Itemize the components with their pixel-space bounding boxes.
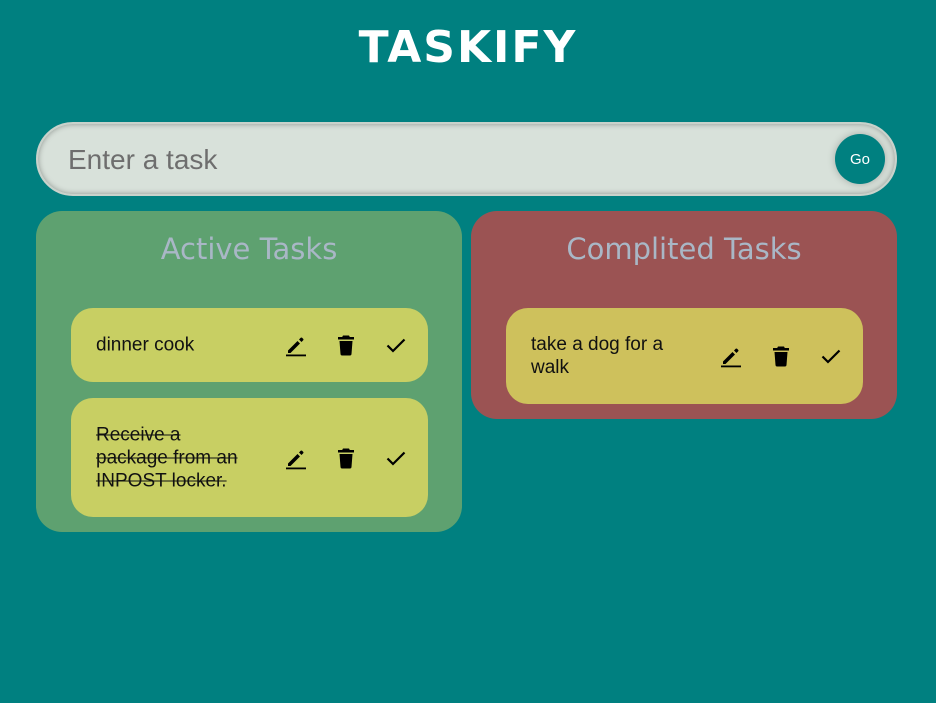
task-input[interactable] <box>66 136 830 184</box>
check-icon[interactable] <box>819 344 843 368</box>
task-text: dinner cook <box>96 334 195 356</box>
completed-tasks-panel: Complited Tasks take a dog for a walk <box>471 211 897 419</box>
go-button[interactable]: Go <box>835 134 885 184</box>
edit-icon[interactable] <box>284 446 308 470</box>
task-actions <box>284 446 408 470</box>
task-text-done: Receive a package from an INPOST locker. <box>96 424 238 491</box>
app-title: TASKIFY <box>358 22 578 73</box>
check-icon[interactable] <box>384 446 408 470</box>
active-tasks-heading: Active Tasks <box>160 232 338 266</box>
edit-icon[interactable] <box>284 333 308 357</box>
check-icon[interactable] <box>384 333 408 357</box>
task-card: dinner cook <box>71 308 428 382</box>
task-card: Receive a package from an INPOST locker. <box>71 398 428 517</box>
completed-tasks-heading: Complited Tasks <box>566 232 802 266</box>
trash-icon[interactable] <box>334 333 358 357</box>
trash-icon[interactable] <box>334 446 358 470</box>
task-actions <box>284 333 408 357</box>
trash-icon[interactable] <box>769 344 793 368</box>
task-form: Go <box>36 122 897 196</box>
task-actions <box>719 344 843 368</box>
task-text: take a dog for a walk <box>531 334 664 378</box>
task-card: take a dog for a walk <box>506 308 863 404</box>
edit-icon[interactable] <box>719 344 743 368</box>
active-tasks-panel: Active Tasks dinner cook Receive a packa… <box>36 211 462 532</box>
